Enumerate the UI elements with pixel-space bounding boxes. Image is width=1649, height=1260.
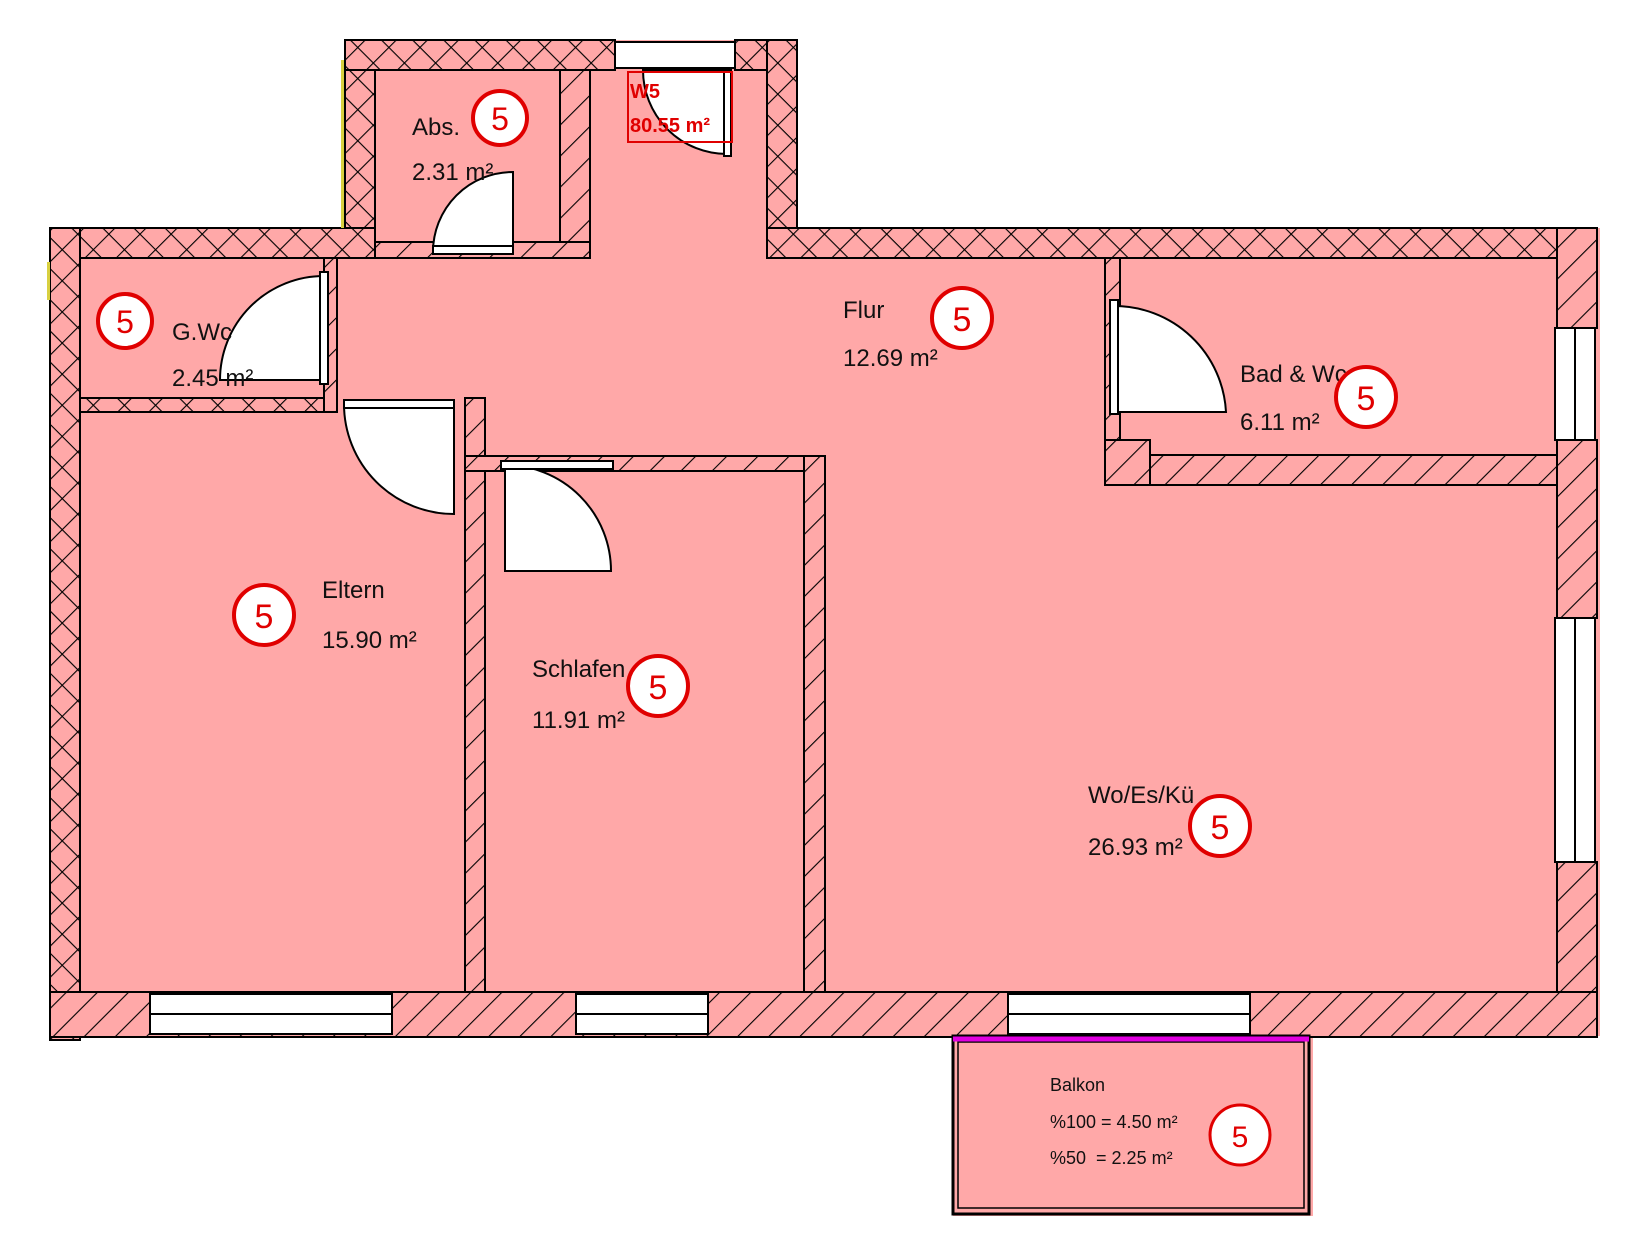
- exterior-walls: [49, 39, 1558, 1041]
- room-name: Bad & Wc: [1240, 361, 1347, 388]
- room-label-wohnen: Wo/Es/Kü 26.93 m² 5: [1088, 782, 1252, 861]
- door-leaf-entry: [723, 69, 732, 157]
- room-label-gwc: G.Wc 2.45 m² 5: [96, 292, 253, 392]
- windows: [149, 41, 1596, 1035]
- exterior-trim: [47, 60, 344, 300]
- room-name: G.Wc: [172, 319, 232, 346]
- room-badge: [96, 292, 154, 350]
- room-label-bad: Bad & Wc 6.11 m² 5: [1240, 361, 1398, 436]
- room-label-eltern: Eltern 15.90 m² 5: [232, 577, 417, 654]
- room-area: 11.91 m²: [532, 707, 625, 734]
- room-area: 2.31 m²: [412, 159, 493, 186]
- room-name: Schlafen: [532, 656, 625, 683]
- room-badge-number: 5: [116, 304, 134, 340]
- room-name: Eltern: [322, 577, 385, 604]
- room-badge-number: 5: [1357, 380, 1376, 418]
- door-leaf-eltern: [343, 399, 455, 409]
- room-badge-number: 5: [1211, 809, 1230, 847]
- window-abs-top: [614, 41, 736, 69]
- room-label-abs: Abs. 2.31 m² 5: [412, 89, 529, 186]
- room-name: Balkon: [1050, 1075, 1105, 1095]
- room-label-balkon: Balkon %100 = 4.50 m² %50 = 2.25 m² 5: [1050, 1075, 1272, 1168]
- room-badge-number: 5: [491, 101, 509, 137]
- room-area: 6.11 m²: [1240, 409, 1320, 436]
- door-leaf-gwc: [319, 271, 329, 385]
- unit-area: 80.55 m²: [630, 115, 710, 137]
- balkon-area-full: %100 = 4.50 m²: [1050, 1112, 1178, 1132]
- door-swing-entry: [641, 69, 728, 156]
- room-label-schlafen: Schlafen 11.91 m² 5: [532, 654, 690, 734]
- room-badge: [930, 286, 994, 350]
- door-leaf-schlafen: [500, 460, 614, 470]
- room-area: 2.45 m²: [172, 365, 253, 392]
- door-swing-eltern: [342, 403, 455, 516]
- room-area: 15.90 m²: [322, 627, 417, 654]
- room-badge: [471, 89, 529, 147]
- unit-code: W5: [630, 81, 660, 103]
- room-badge: [626, 654, 690, 718]
- room-area: 12.69 m²: [843, 345, 938, 372]
- room-name: Flur: [843, 297, 884, 324]
- door-swing-gwc: [218, 274, 325, 381]
- room-badge-number: 5: [649, 669, 668, 707]
- room-badge: [1188, 794, 1252, 858]
- room-name: Abs.: [412, 114, 460, 141]
- door-leaf-abs: [432, 245, 514, 255]
- room-badge: [1334, 365, 1398, 429]
- room-badge-number: 5: [1232, 1121, 1249, 1154]
- room-area: 26.93 m²: [1088, 834, 1183, 861]
- room-badge-number: 5: [953, 301, 972, 339]
- unit-label: W5 80.55 m²: [627, 71, 733, 143]
- room-label-flur: Flur 12.69 m² 5: [843, 286, 994, 372]
- room-name: Wo/Es/Kü: [1088, 782, 1194, 809]
- door-swing-bad: [1113, 304, 1228, 413]
- room-badge-number: 5: [255, 598, 274, 636]
- door-leaf-bad: [1109, 299, 1119, 415]
- room-badge: [1208, 1103, 1272, 1167]
- doors: [218, 69, 1228, 572]
- room-badge: [232, 583, 296, 647]
- balkon-area-half: %50 = 2.25 m²: [1050, 1148, 1173, 1168]
